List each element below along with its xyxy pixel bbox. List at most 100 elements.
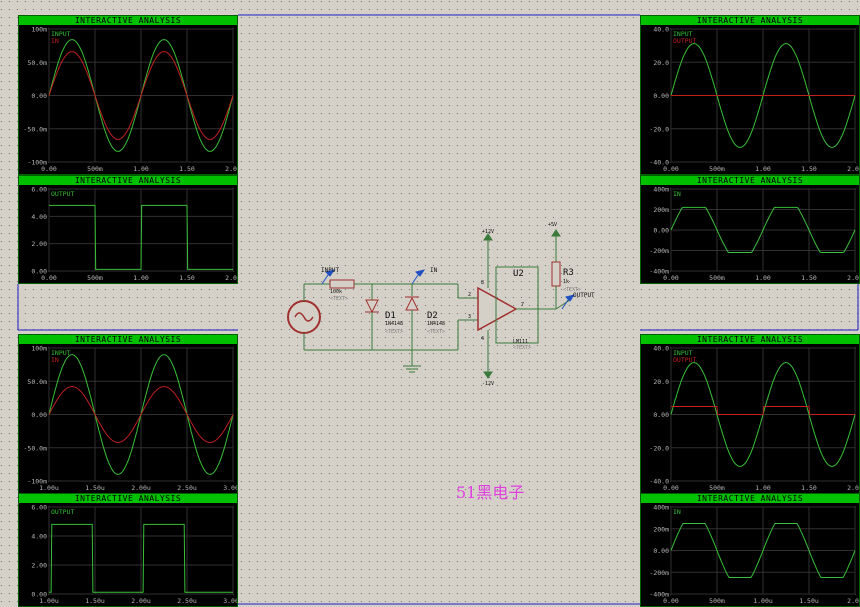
minus12-arrow-icon: [483, 371, 493, 379]
pin7-label: 7: [521, 302, 524, 308]
y-tick-label: 50.0m: [27, 378, 47, 386]
x-tick-label: 1.50: [179, 274, 195, 282]
x-tick-label: 1.00: [755, 274, 771, 282]
r1-value: 100k: [330, 289, 342, 295]
x-tick-label: 500m: [709, 484, 725, 492]
r3-value: 1k: [563, 279, 569, 285]
y-tick-label: -400m: [649, 268, 669, 276]
x-tick-label: 2.00: [225, 165, 237, 173]
trace-line: [49, 523, 233, 593]
sheet-border: [17, 14, 859, 605]
y-tick-label: -200m: [649, 569, 669, 577]
resistor-r3: [551, 261, 561, 287]
x-tick-label: 1.50: [801, 165, 817, 173]
y-tick-label: 0.00: [31, 268, 47, 276]
y-tick-label: -50.0m: [24, 125, 48, 133]
y-tick-label: 0.00: [653, 411, 669, 419]
graph-header: INTERACTIVE ANALYSIS: [19, 176, 237, 185]
y-tick-label: -20.0: [649, 444, 669, 452]
graph-plot-area: 6.004.002.000.000.00500m1.001.502.00OUTP…: [19, 185, 237, 283]
x-tick-label: 2.00: [847, 165, 859, 173]
y-tick-label: 0.00: [31, 411, 47, 419]
graph-header: INTERACTIVE ANALYSIS: [641, 16, 859, 25]
x-tick-label: 0.00: [663, 274, 679, 282]
x-tick-label: 1.50u: [85, 597, 105, 605]
legend-label: INPUT: [673, 30, 693, 38]
d2-name: D2: [427, 311, 438, 321]
y-tick-label: 40.0: [653, 345, 669, 353]
probe-in-label: IN: [430, 267, 438, 274]
r3-name: R3: [563, 268, 574, 278]
x-tick-label: 1.00: [755, 165, 771, 173]
x-tick-label: 500m: [709, 274, 725, 282]
x-tick-label: 3.00u: [223, 597, 237, 605]
legend-label: IN: [673, 190, 681, 198]
r1-text-tag: <TEXT>: [330, 296, 348, 302]
x-tick-label: 1.00u: [39, 484, 59, 492]
plus12-label: +12V: [482, 229, 494, 235]
x-tick-label: 2.00u: [131, 484, 151, 492]
x-tick-label: 1.00: [755, 484, 771, 492]
y-tick-label: 100m: [31, 26, 47, 34]
x-tick-label: 1.50: [179, 165, 195, 173]
x-tick-label: 1.00: [133, 274, 149, 282]
legend-label: OUTPUT: [51, 190, 75, 198]
u2-part: LM111: [513, 339, 528, 345]
legend-label: OUTPUT: [673, 37, 697, 45]
u2-text-tag: <TEXT>: [513, 345, 531, 351]
ac-source-sine-icon: [294, 312, 314, 322]
d1-text-tag: <TEXT>: [385, 329, 403, 335]
x-tick-label: 0.00: [663, 597, 679, 605]
graph-header: INTERACTIVE ANALYSIS: [641, 335, 859, 344]
x-tick-label: 500m: [709, 165, 725, 173]
y-tick-label: 4.00: [31, 213, 47, 221]
d1-part: 1N4148: [385, 321, 403, 327]
plus12-arrow-icon: [483, 233, 493, 241]
x-tick-label: 2.00: [225, 274, 237, 282]
y-tick-label: 20.0: [653, 59, 669, 67]
y-tick-label: 2.00: [31, 562, 47, 570]
y-tick-label: -100m: [27, 478, 47, 486]
y-tick-label: 50.0m: [27, 59, 47, 67]
x-tick-label: 500m: [709, 597, 725, 605]
y-tick-label: 20.0: [653, 378, 669, 386]
y-tick-label: 6.00: [31, 186, 47, 194]
y-tick-label: -100m: [27, 159, 47, 167]
y-tick-label: 200m: [653, 206, 669, 214]
y-tick-label: 100m: [31, 345, 47, 353]
u2-name: U2: [513, 269, 524, 279]
opamp-u2: [477, 286, 518, 332]
graph-header: INTERACTIVE ANALYSIS: [19, 16, 237, 25]
trace-line: [670, 523, 856, 578]
resistor-r1: [329, 279, 355, 289]
watermark-text: 51黑电子: [456, 483, 525, 502]
d1-name: D1: [385, 311, 396, 321]
x-tick-label: 1.00u: [753, 597, 773, 605]
x-tick-label: 1.50: [801, 274, 817, 282]
y-tick-label: -400m: [649, 591, 669, 599]
x-tick-label: 2.00: [847, 484, 859, 492]
pin8-label: 8: [481, 280, 484, 286]
trace-line: [48, 386, 234, 443]
legend-label: IN: [673, 508, 681, 516]
y-tick-label: 40.0: [653, 26, 669, 34]
x-tick-label: 1.50u: [799, 597, 819, 605]
x-tick-label: 1.50u: [85, 484, 105, 492]
y-tick-label: -20.0: [649, 125, 669, 133]
circuit: [287, 229, 576, 379]
trace-line: [48, 51, 234, 140]
